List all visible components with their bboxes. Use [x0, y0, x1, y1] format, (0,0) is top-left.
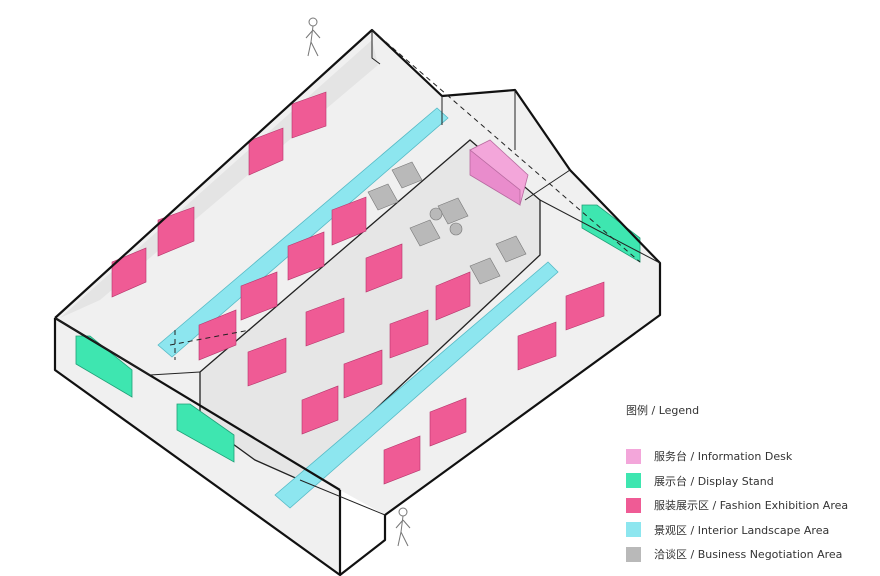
- fashion-racks: [111, 91, 605, 485]
- legend-label: 展示台 / Display Stand: [654, 474, 774, 488]
- legend-swatch: [626, 473, 641, 488]
- legend-swatch: [626, 497, 641, 513]
- display-stand-right: [581, 204, 641, 263]
- landscape-strip-lower: [274, 261, 559, 509]
- negotiation-seating: [367, 161, 527, 285]
- person-figure-bottom: [395, 507, 411, 547]
- legend-swatch: [626, 522, 641, 537]
- legend-item-display-stand: 展示台 / Display Stand: [626, 473, 876, 489]
- interior-lines: [54, 30, 661, 516]
- legend-item-interior-landscape: 景观区 / Interior Landscape Area: [626, 522, 876, 538]
- legend-title: 图例 / Legend: [626, 404, 700, 417]
- legend-label: 景观区 / Interior Landscape Area: [654, 523, 830, 537]
- dashed-overhead-lines: [169, 29, 641, 360]
- legend-label: 服务台 / Information Desk: [654, 450, 793, 463]
- display-stand-left: [75, 335, 133, 398]
- legend-label: 洽谈区 / Business Negotiation Area: [654, 548, 843, 561]
- legend-item-business-negotiation: 洽谈区 / Business Negotiation Area: [626, 546, 876, 562]
- person-figure-top: [305, 17, 321, 57]
- display-stand-bottom: [176, 403, 235, 463]
- legend: 图例 / Legend 服务台 / Information Desk 展示台 /…: [626, 402, 876, 571]
- legend-label: 服装展示区 / Fashion Exhibition Area: [654, 499, 849, 512]
- legend-item-information-desk: 服务台 / Information Desk: [626, 448, 876, 464]
- legend-item-fashion-exhibition: 服装展示区 / Fashion Exhibition Area: [626, 497, 876, 513]
- legend-swatch: [626, 448, 641, 464]
- legend-swatch: [626, 546, 641, 562]
- building-outline: [53, 28, 662, 576]
- legend-items: 服务台 / Information Desk 展示台 / Display Sta…: [626, 448, 876, 562]
- information-desk: [469, 139, 529, 206]
- landscape-strip-upper: [157, 107, 449, 358]
